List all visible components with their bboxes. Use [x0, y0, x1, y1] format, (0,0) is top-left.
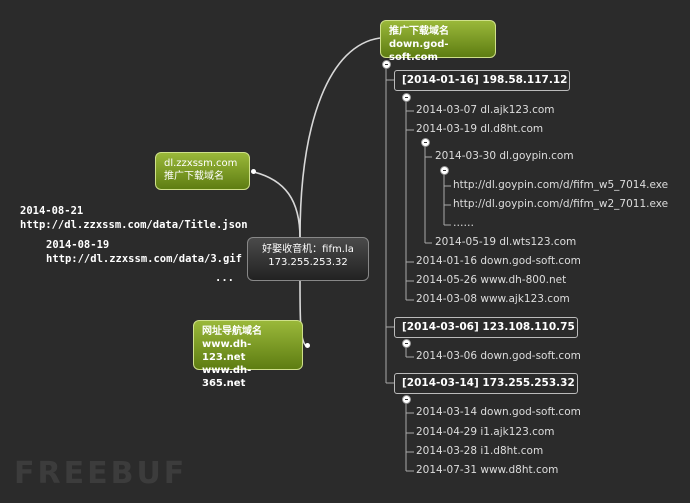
ip1-sub-item: 2014-05-19 dl.wts123.com [435, 236, 577, 248]
connector-center-left [253, 171, 301, 239]
collapse-toggle-ip3[interactable] [402, 395, 411, 404]
collapse-toggle-d8ht[interactable] [421, 138, 430, 147]
top-node-label: 推广下载域名 [389, 26, 449, 37]
connector-center-top [299, 37, 381, 239]
bottom-node-collapse-dot[interactable] [305, 343, 310, 348]
goypin-url-more: …… [453, 217, 474, 229]
center-node-title: 好娶收音机：fifm.la [262, 244, 354, 255]
goypin-url: http://dl.goypin.com/d/fifm_w2_7011.exe [453, 198, 669, 210]
bottom-node-domain-1: www.dh-123.net [202, 339, 252, 363]
collapse-toggle-goypin[interactable] [440, 166, 449, 175]
ip-box-2[interactable]: [2014-03-06] 123.108.110.75 [394, 317, 578, 338]
top-node-domain: down.god-soft.com [389, 39, 449, 63]
top-node[interactable]: 推广下载域名 down.god-soft.com [380, 20, 496, 63]
collapse-toggle-ip1[interactable] [402, 93, 411, 102]
left-node-collapse-dot[interactable] [251, 169, 256, 174]
ip3-item: 2014-07-31 www.d8ht.com [416, 464, 559, 476]
ip1-item: 2014-03-07 dl.ajk123.com [416, 104, 555, 116]
ip1-sub-goypin: 2014-03-30 dl.goypin.com [435, 150, 574, 162]
left-node-domain: dl.zzxssm.com [164, 158, 238, 169]
ip1-item: 2014-03-19 dl.d8ht.com [416, 123, 544, 135]
ip-box-1[interactable]: [2014-01-16] 198.58.117.12 [394, 70, 570, 91]
ip-box-3[interactable]: [2014-03-14] 173.255.253.32 [394, 373, 578, 394]
ip3-item: 2014-03-28 i1.d8ht.com [416, 445, 544, 457]
collapse-toggle-ip2[interactable] [402, 339, 411, 348]
goypin-url: http://dl.goypin.com/d/fifm_w5_7014.exe [453, 179, 669, 191]
collapse-toggle-top[interactable] [382, 60, 391, 69]
note-more: ... [215, 272, 234, 284]
ip2-item: 2014-03-06 down.god-soft.com [416, 350, 581, 362]
bottom-node-domain-2: www.dh-365.net [202, 365, 252, 389]
center-node-ip: 173.255.253.32 [268, 257, 348, 268]
bottom-node[interactable]: 网址导航域名 www.dh-123.net www.dh-365.net [193, 320, 303, 389]
freebuf-watermark: FREEBUF [14, 456, 188, 491]
note-2-date: 2014-08-19 [46, 239, 110, 251]
ip1-item: 2014-05-26 www.dh-800.net [416, 274, 567, 286]
ip1-item: 2014-01-16 down.god-soft.com [416, 255, 581, 267]
bottom-node-label: 网址导航域名 [202, 326, 262, 337]
left-node-label: 推广下载域名 [164, 171, 224, 182]
ip1-item: 2014-03-08 www.ajk123.com [416, 293, 570, 305]
note-1-url: http://dl.zzxssm.com/data/Title.json [20, 219, 248, 231]
ip3-item: 2014-04-29 i1.ajk123.com [416, 426, 555, 438]
center-node[interactable]: 好娶收音机：fifm.la 173.255.253.32 [247, 237, 369, 281]
ip3-item: 2014-03-14 down.god-soft.com [416, 406, 581, 418]
left-node[interactable]: dl.zzxssm.com 推广下载域名 [155, 152, 250, 190]
note-2-url: http://dl.zzxssm.com/data/3.gif [46, 253, 242, 265]
note-1-date: 2014-08-21 [20, 205, 84, 217]
